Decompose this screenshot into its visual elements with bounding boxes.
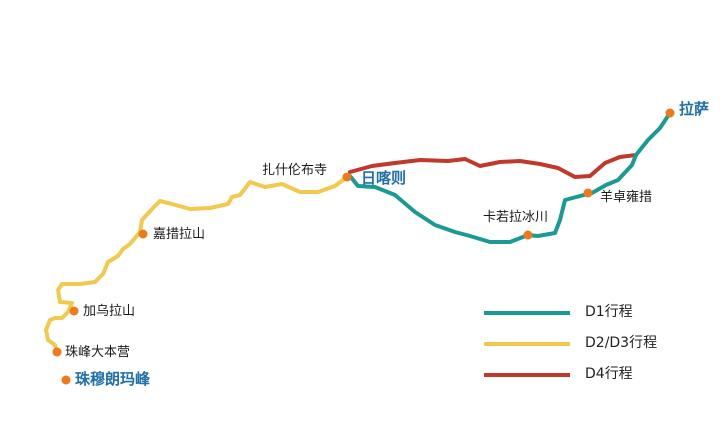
point-karola bbox=[523, 230, 533, 240]
route-d2-d3 bbox=[44, 175, 349, 354]
point-basecamp bbox=[52, 347, 62, 357]
label-yamdrok: 羊卓雍措 bbox=[600, 190, 653, 205]
label-everest: 珠穆朗玛峰 bbox=[75, 370, 151, 388]
point-everest bbox=[61, 375, 71, 385]
label-tashilhunpo: 扎什伦布寺 bbox=[262, 163, 328, 178]
route-d4 bbox=[348, 153, 638, 179]
legend-label-d4: D4行程 bbox=[585, 366, 633, 382]
point-yamdrok bbox=[583, 188, 593, 198]
label-karola: 卡若拉冰川 bbox=[483, 210, 549, 225]
point-gawu bbox=[69, 306, 79, 316]
legend-label-d1: D1行程 bbox=[585, 304, 633, 320]
label-basecamp: 珠峰大本营 bbox=[65, 345, 131, 360]
label-shigatse: 日喀则 bbox=[361, 169, 407, 187]
label-gyatso: 嘉措拉山 bbox=[153, 227, 206, 242]
point-lhasa bbox=[665, 108, 675, 118]
point-gyatso bbox=[138, 229, 148, 239]
point-shigatse bbox=[342, 172, 352, 182]
route-d1 bbox=[348, 111, 672, 244]
label-lhasa: 拉萨 bbox=[679, 100, 710, 118]
label-gawu: 加乌拉山 bbox=[83, 304, 136, 319]
legend-label-d2-d3: D2/D3行程 bbox=[585, 335, 658, 351]
